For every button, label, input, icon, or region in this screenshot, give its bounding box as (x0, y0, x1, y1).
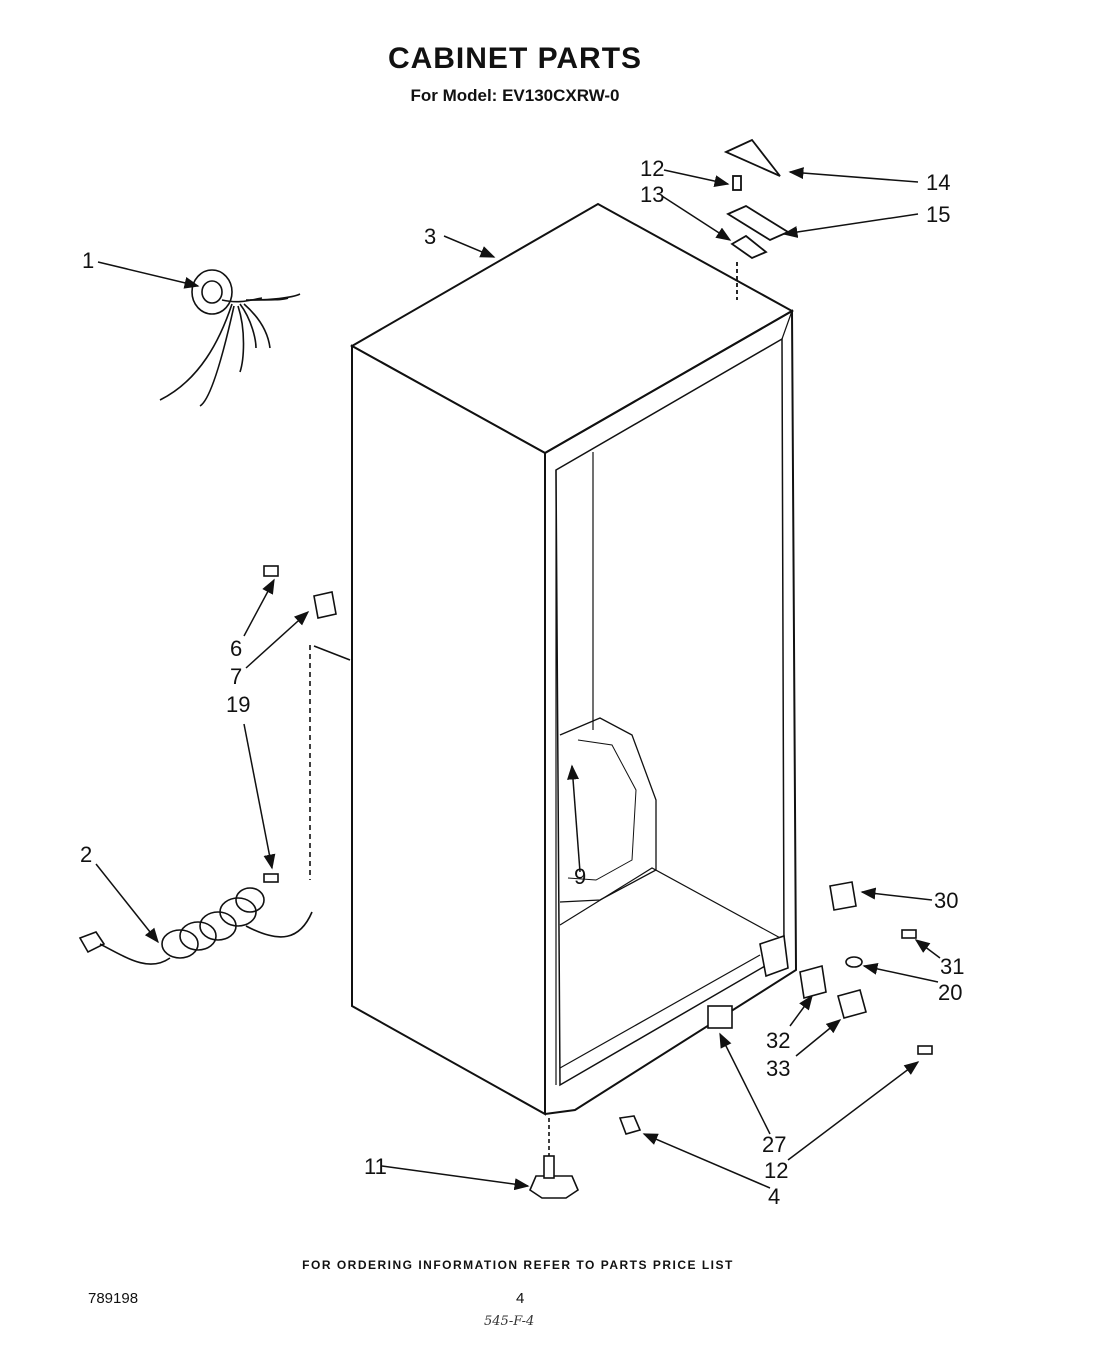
hinge-top (726, 204, 790, 242)
washer (845, 956, 863, 968)
callout-3: 3 (424, 224, 436, 249)
callout-9: 9 (574, 864, 586, 889)
callout-31: 31 (940, 954, 964, 979)
screw-12-bottom (917, 1045, 933, 1055)
callout-30: 30 (934, 888, 958, 913)
callout-13: 13 (640, 182, 664, 207)
callout-7: 7 (230, 664, 242, 689)
callout-27: 27 (762, 1132, 786, 1157)
power-cord (78, 645, 313, 965)
page-title: CABINET PARTS (387, 42, 643, 75)
callout-14: 14 (926, 170, 950, 195)
callout-32: 32 (766, 1028, 790, 1053)
hinge-cover (723, 138, 781, 177)
shim (799, 964, 827, 1000)
callout-4: 4 (768, 1184, 780, 1209)
hinge-screw (732, 175, 742, 191)
callout-15: 15 (926, 202, 950, 227)
ordering-note: FOR ORDERING INFORMATION REFER TO PARTS … (302, 1258, 734, 1272)
wiring-harness (159, 269, 301, 407)
cabinet-body (349, 202, 798, 1116)
bottom-hinge (837, 989, 867, 1019)
bottom-parts (529, 881, 933, 1199)
callout-19: 19 (226, 692, 250, 717)
page-number: 4 (516, 1290, 525, 1307)
screw-31 (901, 929, 917, 939)
side-bracket (263, 565, 351, 661)
callout-labels: 1 2 3 4 6 7 9 11 12 12 13 14 15 19 20 27… (80, 156, 964, 1209)
callout-6: 6 (230, 636, 242, 661)
callout-33: 33 (766, 1056, 790, 1081)
model-subtitle: For Model: EV130CXRW-0 (410, 86, 620, 105)
hinge-spacer (730, 234, 768, 260)
callout-20: 20 (938, 980, 962, 1005)
callout-12-top: 12 (640, 156, 664, 181)
callout-1: 1 (82, 248, 94, 273)
top-hinge-parts (723, 138, 790, 300)
handwritten-note: 545-F-4 (484, 1314, 535, 1329)
callout-11: 11 (364, 1154, 387, 1179)
hinge-cover-bottom (829, 881, 857, 911)
leveling-leg (529, 1175, 579, 1199)
glide (707, 1005, 733, 1029)
bumper (618, 1115, 642, 1135)
callout-2: 2 (80, 842, 92, 867)
doc-number: 789198 (88, 1290, 139, 1307)
callout-12-bottom: 12 (764, 1158, 788, 1183)
leader-lines (95, 167, 941, 1191)
